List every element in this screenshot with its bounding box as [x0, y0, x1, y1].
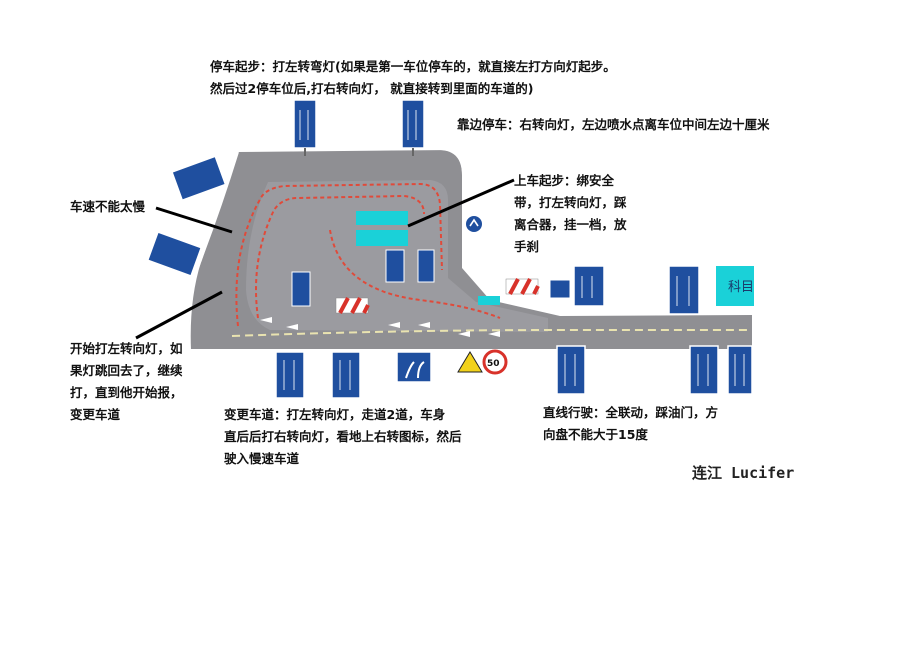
- route-line-lane: [231, 329, 750, 337]
- sign-lane-change-end: [331, 351, 361, 399]
- pointer-left-signal: [135, 290, 223, 340]
- note-board-start-line2: 带，打左转向灯，踩: [514, 195, 627, 210]
- sign-straight-start: [556, 345, 586, 395]
- note-left-signal-line1: 开始打左转向灯，如: [70, 341, 183, 356]
- note-left-signal-line3: 打，直到他开始报，: [70, 385, 183, 400]
- sign-end-right: [727, 345, 753, 395]
- note-board-start-line1: 上车起步：绑安全: [514, 173, 615, 188]
- sign-lane-merge: [396, 351, 432, 383]
- note-board-start-line3: 离合器，挂一档，放: [514, 217, 627, 232]
- road-edge-left: [188, 151, 239, 351]
- sign-start: [171, 155, 227, 202]
- pointer-speed: [155, 206, 233, 234]
- note-pull-over: 靠边停车：右转向灯，左边喷水点离车位中间左边十厘米: [457, 117, 770, 132]
- sign-pull-over: [573, 265, 605, 307]
- note-board-start-line4: 手刹: [514, 239, 540, 254]
- note-speed-warning: 车速不能太慢: [70, 199, 146, 214]
- svg-text:50: 50: [487, 359, 500, 369]
- sign-parking: [146, 231, 203, 277]
- start-block-top: [356, 211, 408, 225]
- striped-barrier-1: [335, 297, 370, 314]
- sign-board-start-2: [417, 249, 435, 283]
- road-edge-top: [237, 147, 464, 176]
- note-left-signal-line4: 变更车道: [70, 407, 121, 422]
- sign-p: [549, 279, 571, 299]
- striped-barrier-2: [505, 278, 540, 295]
- small-marker: [478, 296, 500, 305]
- warning-sign: [457, 351, 483, 373]
- author-signature: 连江 Lucifer: [692, 464, 795, 482]
- note-lane-change-line3: 驶入慢速车道: [224, 451, 300, 466]
- subject-building-label: 科目: [728, 280, 754, 295]
- sign-lane-change-start: [275, 351, 305, 399]
- sign-exam-start-2: [293, 99, 317, 156]
- route-line-center: [329, 229, 501, 319]
- sign-exam-start-1: [401, 99, 425, 156]
- sign-board-start: [385, 249, 405, 283]
- sign-lot: [291, 271, 311, 307]
- note-straight-line2: 向盘不能大于15度: [543, 427, 648, 442]
- note-lane-change-line1: 变更车道：打左转向灯，走道2道，车身: [224, 407, 446, 422]
- start-block-bottom: [356, 230, 408, 246]
- pointer-board-start: [407, 178, 515, 228]
- note-start-after-stop-line1: 停车起步：打左转弯灯(如果是第一车位停车的，就直接左打方向灯起步。: [210, 59, 616, 74]
- speed-limit-sign: [482, 349, 508, 375]
- route-line-outer: [235, 182, 443, 327]
- route-line-inner: [255, 194, 425, 319]
- note-straight-line1: 直线行驶：全联动，踩油门，方: [543, 405, 719, 420]
- note-lane-change-line2: 直后后打右转向灯，看地上右转图标，然后: [224, 429, 462, 444]
- subject-building: [716, 266, 754, 306]
- sign-meet-car: [668, 265, 700, 315]
- lane-arrows: [260, 317, 500, 337]
- note-start-after-stop-line2: 然后过2停车位后,打右转向灯， 就直接转到里面的车道的): [210, 81, 534, 96]
- sign-straight-end: [689, 345, 719, 395]
- direction-icon: [466, 216, 482, 232]
- note-left-signal-line2: 果灯跳回去了，继续: [70, 363, 183, 378]
